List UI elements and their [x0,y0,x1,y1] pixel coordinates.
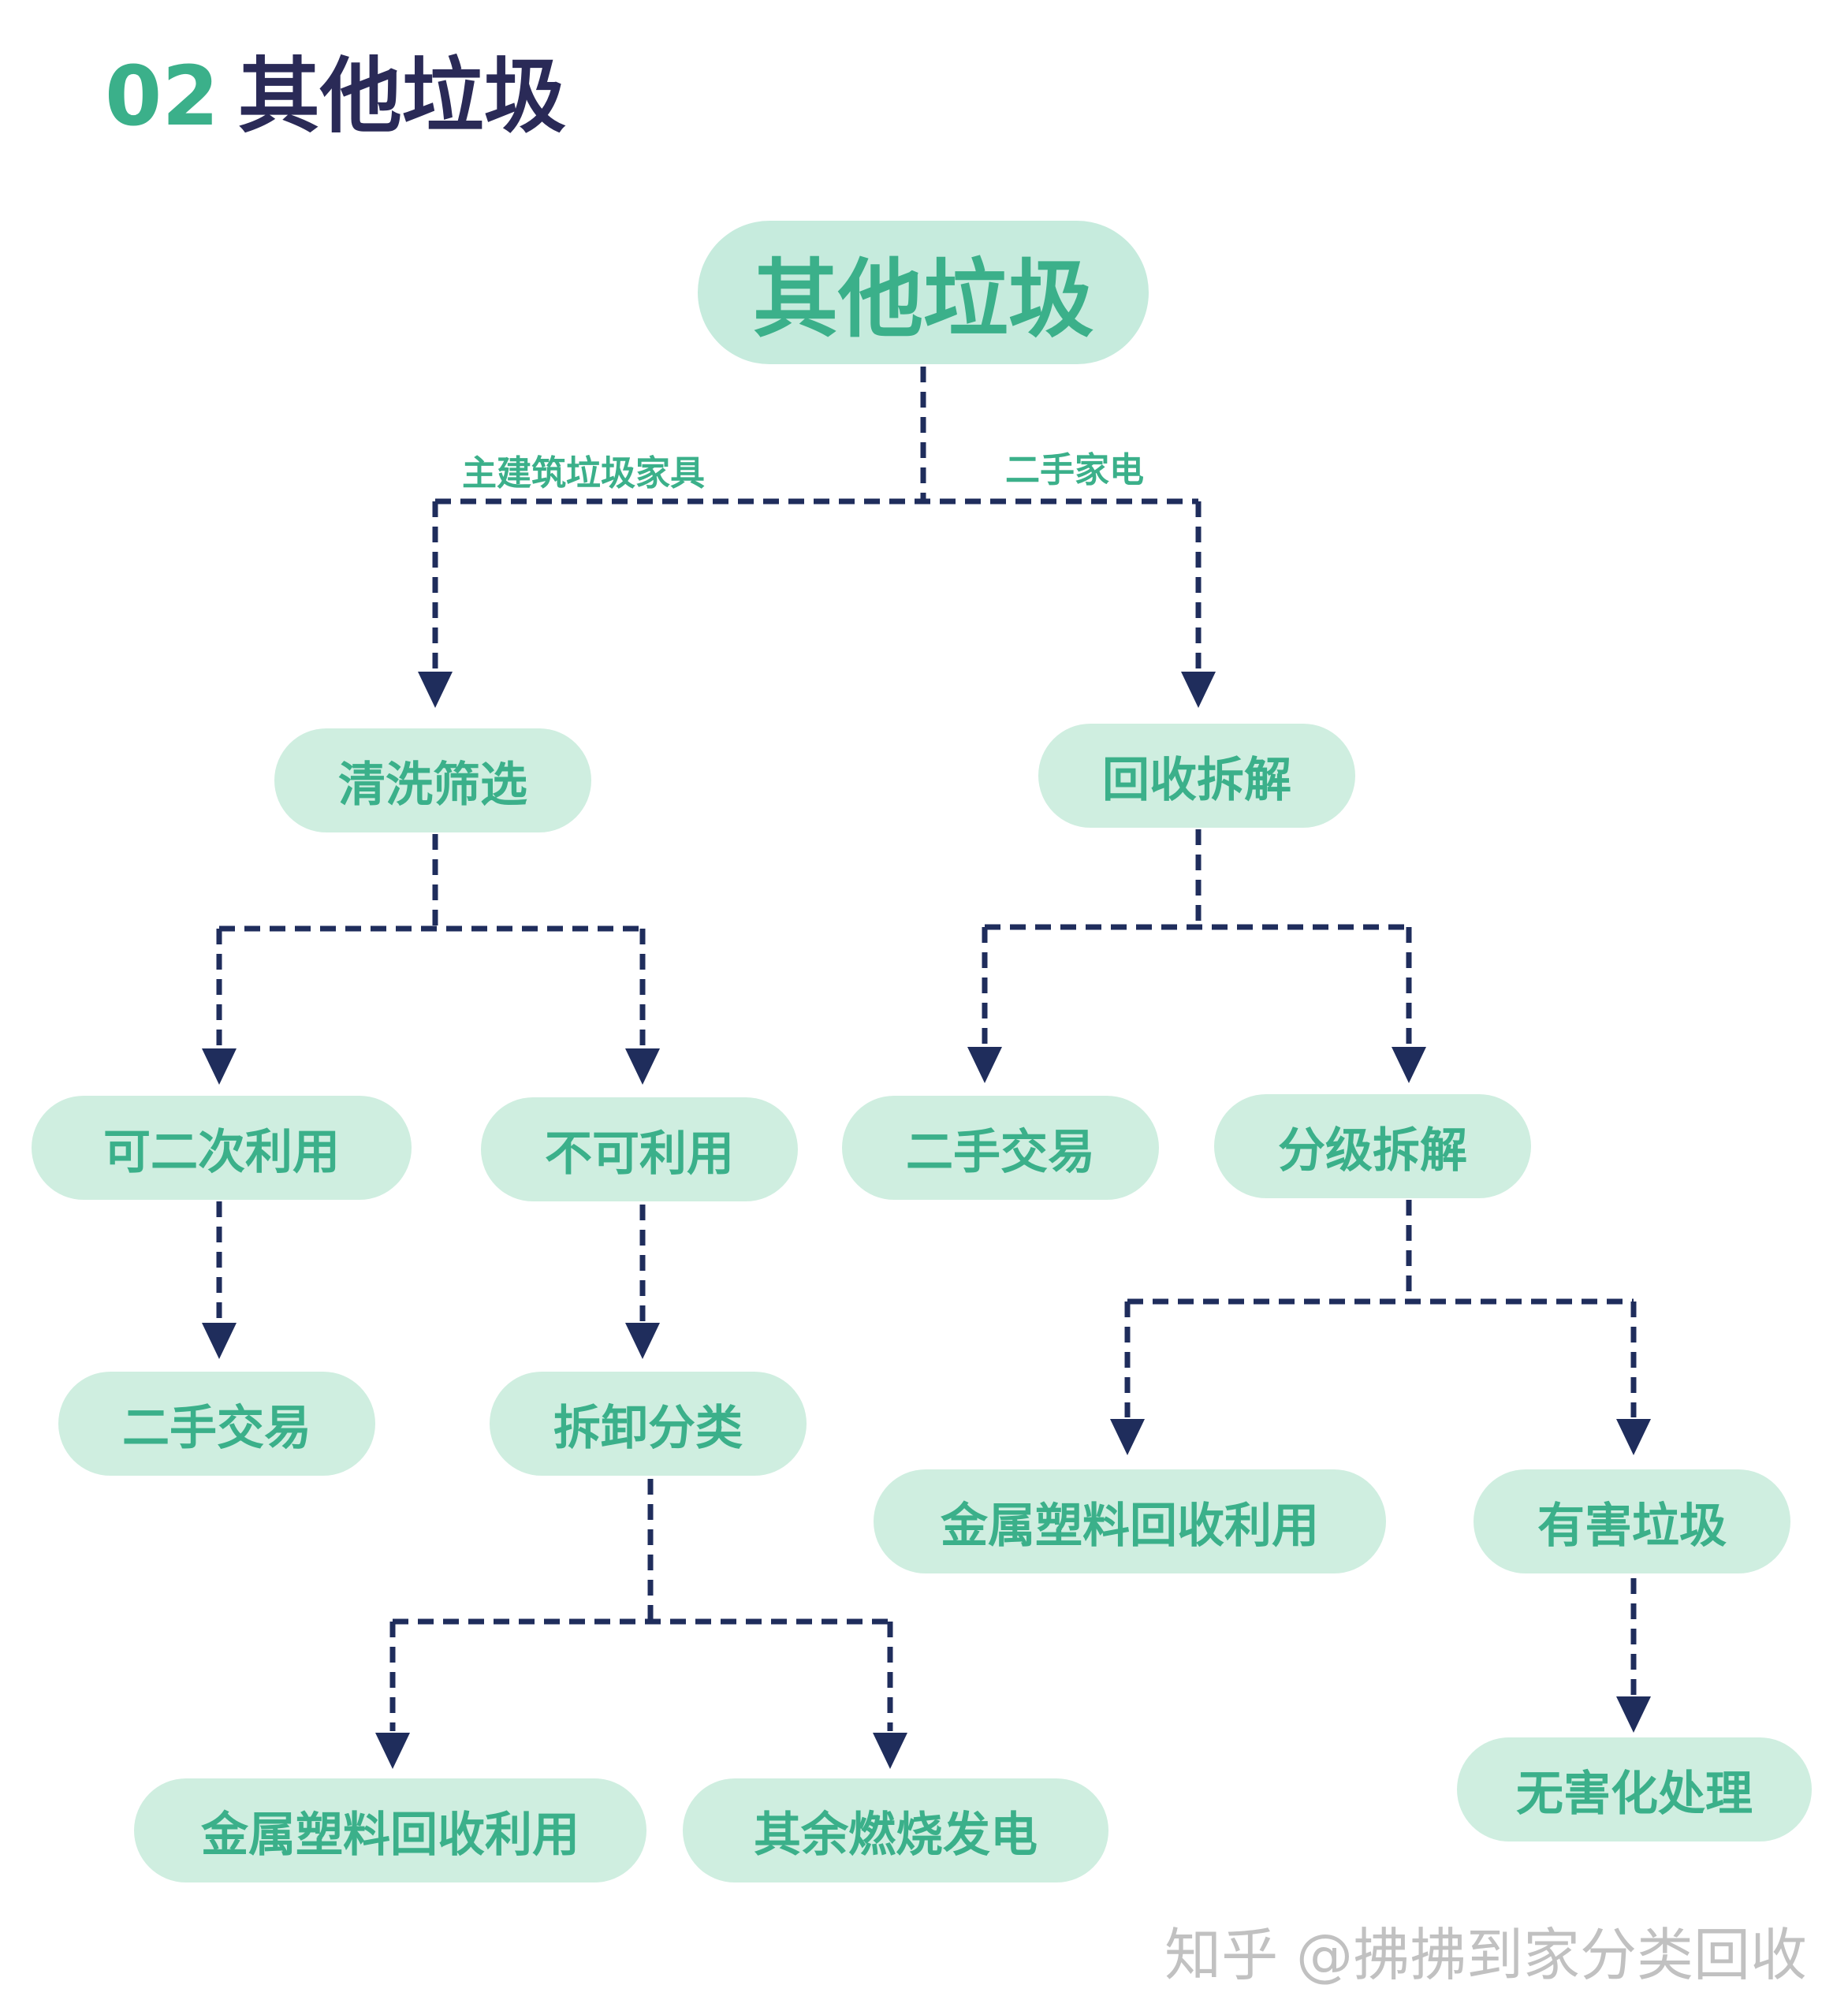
node-graded-dismantle: 分级拆解 [1214,1094,1531,1198]
arrowhead-icon [1392,1047,1426,1083]
watermark: 知乎 @拂拂到家分类回收 [1164,1922,1807,1988]
node-wash-screen: 清洗筛选 [274,728,591,832]
node-reusable: 可二次利用 [32,1096,412,1200]
node-metal-plastic-left: 金属塑料回收利用 [134,1778,646,1882]
node-secondhand-trade-left: 二手交易 [58,1372,375,1476]
edge-label-appliances: 二手家电 [1005,450,1144,490]
arrowhead-icon [1616,1696,1651,1733]
node-harmless-treatment: 无害化处理 [1457,1737,1812,1841]
arrowhead-icon [967,1047,1002,1083]
node-metal-plastic-right: 金属塑料回收利用 [874,1469,1386,1573]
node-incineration-power: 其余燃烧发电 [683,1778,1108,1882]
node-dismantle-sort: 拆卸分类 [490,1372,807,1476]
node-hazardous-waste: 有害垃圾 [1474,1469,1790,1573]
section-title: 其他垃圾 [237,48,566,144]
arrowhead-icon [873,1733,907,1769]
arrowhead-icon [202,1048,237,1085]
arrowhead-icon [1181,672,1216,708]
arrowhead-icon [625,1048,660,1085]
node-recycle-dismantle: 回收拆解 [1038,724,1355,828]
node-not-usable: 不可利用 [481,1097,798,1201]
arrowhead-icon [418,672,453,708]
arrowhead-icon [1110,1419,1145,1455]
arrowhead-icon [1616,1419,1651,1455]
section-number: 02 [105,48,219,144]
arrowhead-icon [375,1733,410,1769]
edge-label-construction: 主建筑垃圾家具 [462,453,705,493]
arrowhead-icon [625,1323,660,1359]
node-root: 其他垃圾 [698,221,1149,364]
node-secondhand-trade-right: 二手交易 [842,1096,1159,1200]
arrowhead-icon [202,1323,237,1359]
